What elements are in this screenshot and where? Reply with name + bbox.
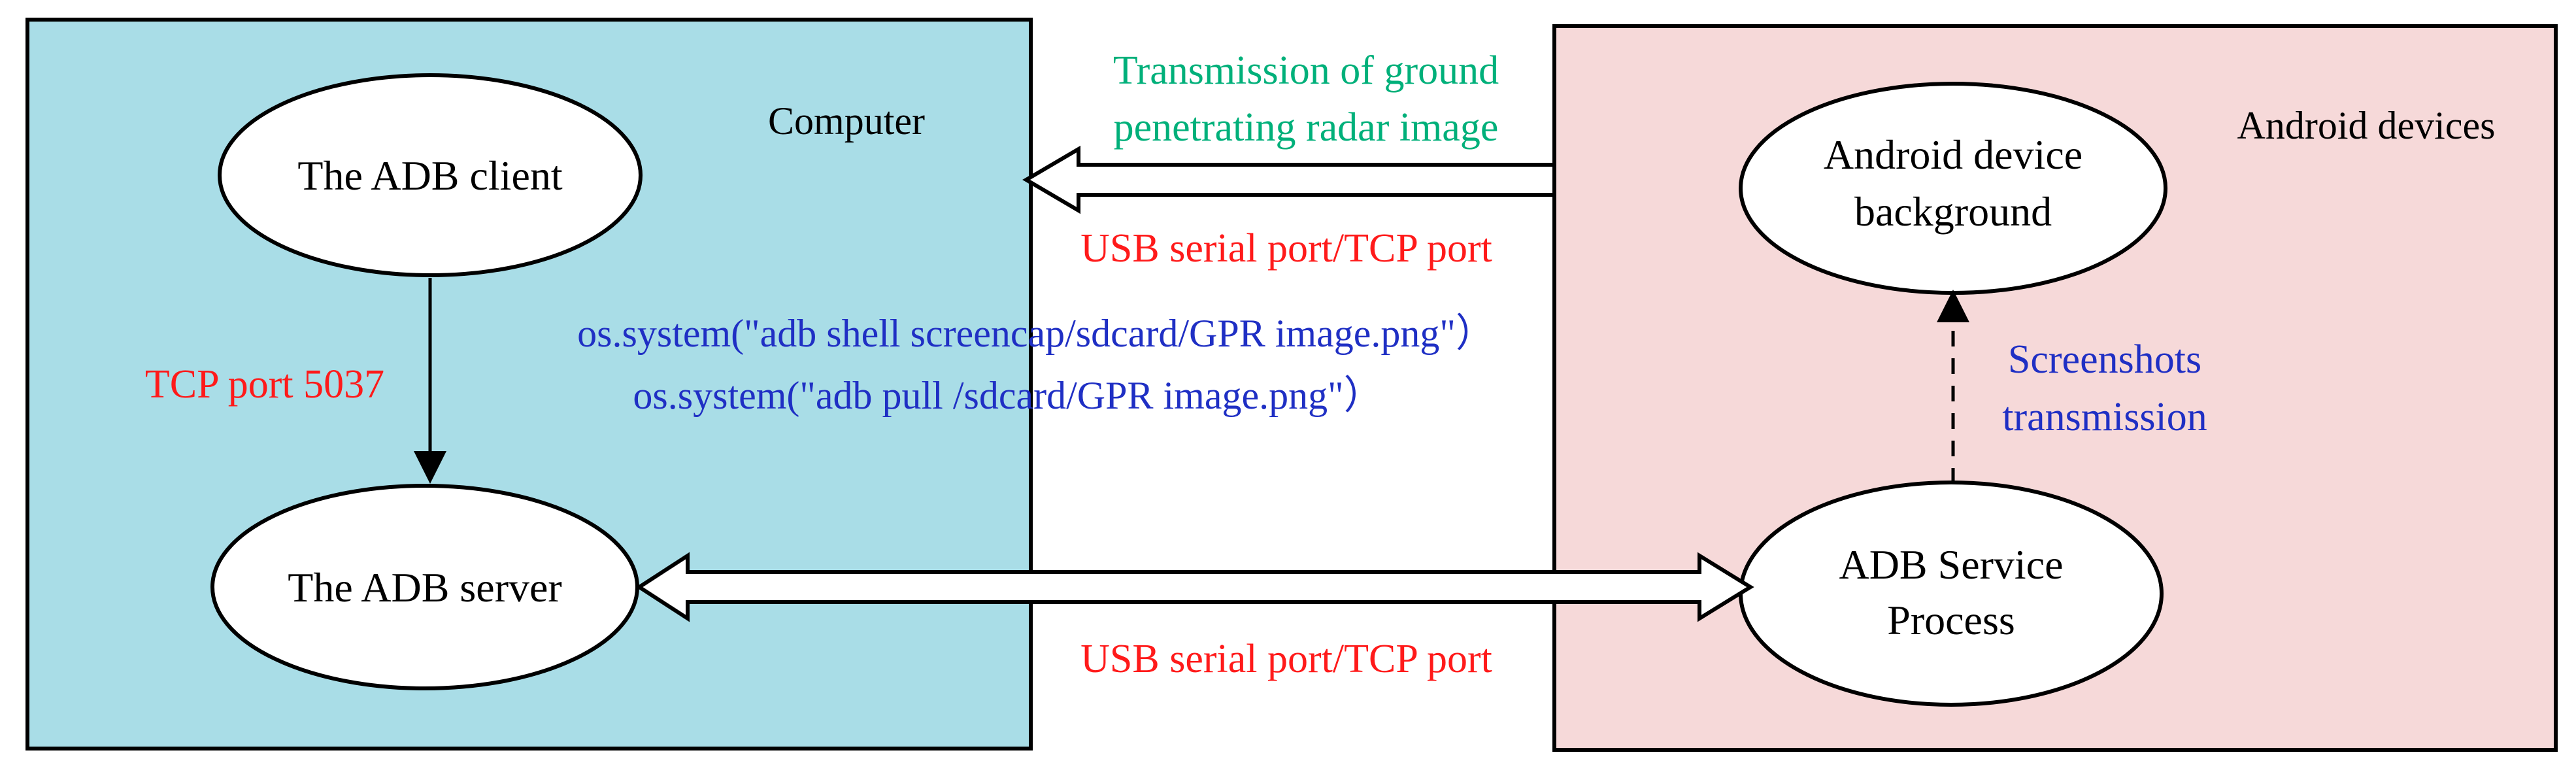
android-background-label-line2: background [1854, 188, 2052, 235]
screenshots-label-line2: transmission [2002, 395, 2207, 439]
screencap-command: os.system("adb shell screencap/sdcard/GP… [577, 312, 1495, 355]
adb-server-label: The ADB server [288, 564, 561, 611]
screenshots-label-line1: Screenshots [2008, 337, 2201, 382]
transmission-label-line1: Transmission of ground [1113, 48, 1499, 93]
adb-client-node [218, 73, 643, 277]
usb-bottom-label: USB serial port/TCP port [1080, 637, 1492, 681]
android-title: Android devices [2237, 104, 2496, 147]
usb-top-label: USB serial port/TCP port [1080, 226, 1492, 271]
computer-title: Computer [768, 99, 925, 143]
adb-service-label-line1: ADB Service [1839, 541, 2063, 588]
adb-service-node [1739, 481, 2164, 707]
server-service-double-arrow [635, 552, 1754, 622]
adb-client-label: The ADB client [297, 152, 562, 199]
image-transfer-hollow-arrow [1022, 145, 1556, 214]
transmission-label-line2: penetrating radar image [1114, 105, 1499, 150]
android-background-label-line1: Android device [1824, 131, 2083, 178]
pull-command: os.system("adb pull /sdcard/GPR image.pn… [633, 374, 1382, 417]
adb-service-label-line2: Process [1887, 597, 2015, 643]
tcp-port-label: TCP port 5037 [145, 362, 384, 407]
